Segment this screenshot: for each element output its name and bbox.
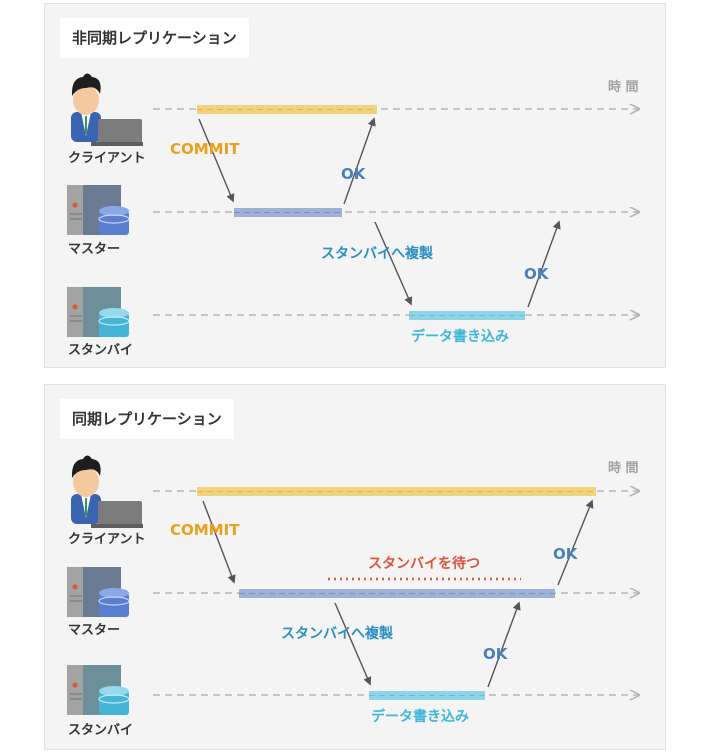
commit-arrow — [202, 500, 236, 584]
sync-diagram: 時 間 スタンバイを待つ COMMIT スタンバイへ複製 OK OK データ書き… — [67, 455, 667, 738]
master-server-icon — [67, 185, 130, 235]
standby-active-bar — [409, 311, 525, 320]
standby-active-bar — [369, 691, 485, 700]
async-replication-panel: 非同期レプリケーション 時 間 COMMIT OK スタンバ — [44, 3, 666, 368]
commit-label: COMMIT — [170, 140, 240, 158]
master-node-label: マスター — [68, 623, 120, 638]
write-label: データ書き込み — [371, 708, 469, 725]
panel-title: 同期レプリケーション — [60, 399, 234, 439]
master-node-label: マスター — [68, 242, 120, 257]
master-server-icon — [67, 567, 130, 617]
standby-server-icon — [67, 287, 130, 337]
ok-master-label: OK — [553, 545, 579, 563]
replicate-arrow — [334, 602, 372, 686]
ok-standby-label: OK — [524, 265, 550, 283]
standby-node-label: スタンバイ — [68, 723, 133, 738]
commit-label: COMMIT — [170, 521, 240, 539]
client-node-label: クライアント — [68, 151, 145, 166]
ok-master-arrow — [557, 499, 594, 586]
client-person-icon — [71, 455, 143, 528]
replicate-label: スタンバイへ複製 — [321, 245, 433, 262]
async-diagram: 時 間 COMMIT OK スタンバイへ複製 OK データ書き込み — [67, 73, 667, 358]
time-label: 時 間 — [608, 79, 639, 95]
ok-standby-arrow — [487, 601, 521, 688]
commit-arrow — [198, 118, 235, 203]
panel-title: 非同期レプリケーション — [60, 18, 249, 58]
replicate-label: スタンバイへ複製 — [281, 625, 393, 642]
wait-label: スタンバイを待つ — [368, 555, 480, 572]
ok-standby-arrow — [527, 220, 561, 308]
write-label: データ書き込み — [411, 328, 509, 345]
sync-replication-panel: 同期レプリケーション 時 間 スタンバイを待つ COMMIT スタンバイへ複製 — [44, 384, 666, 750]
ok-master-arrow — [343, 117, 376, 205]
client-node-label: クライアント — [68, 532, 145, 547]
client-active-bar — [197, 487, 596, 496]
ok-master-label: OK — [341, 165, 367, 183]
replicate-arrow — [374, 221, 413, 306]
ok-standby-label: OK — [483, 645, 509, 663]
standby-server-icon — [67, 665, 130, 715]
master-active-bar — [239, 589, 555, 598]
standby-node-label: スタンバイ — [68, 343, 133, 358]
client-person-icon — [71, 73, 143, 146]
time-label: 時 間 — [608, 460, 639, 476]
